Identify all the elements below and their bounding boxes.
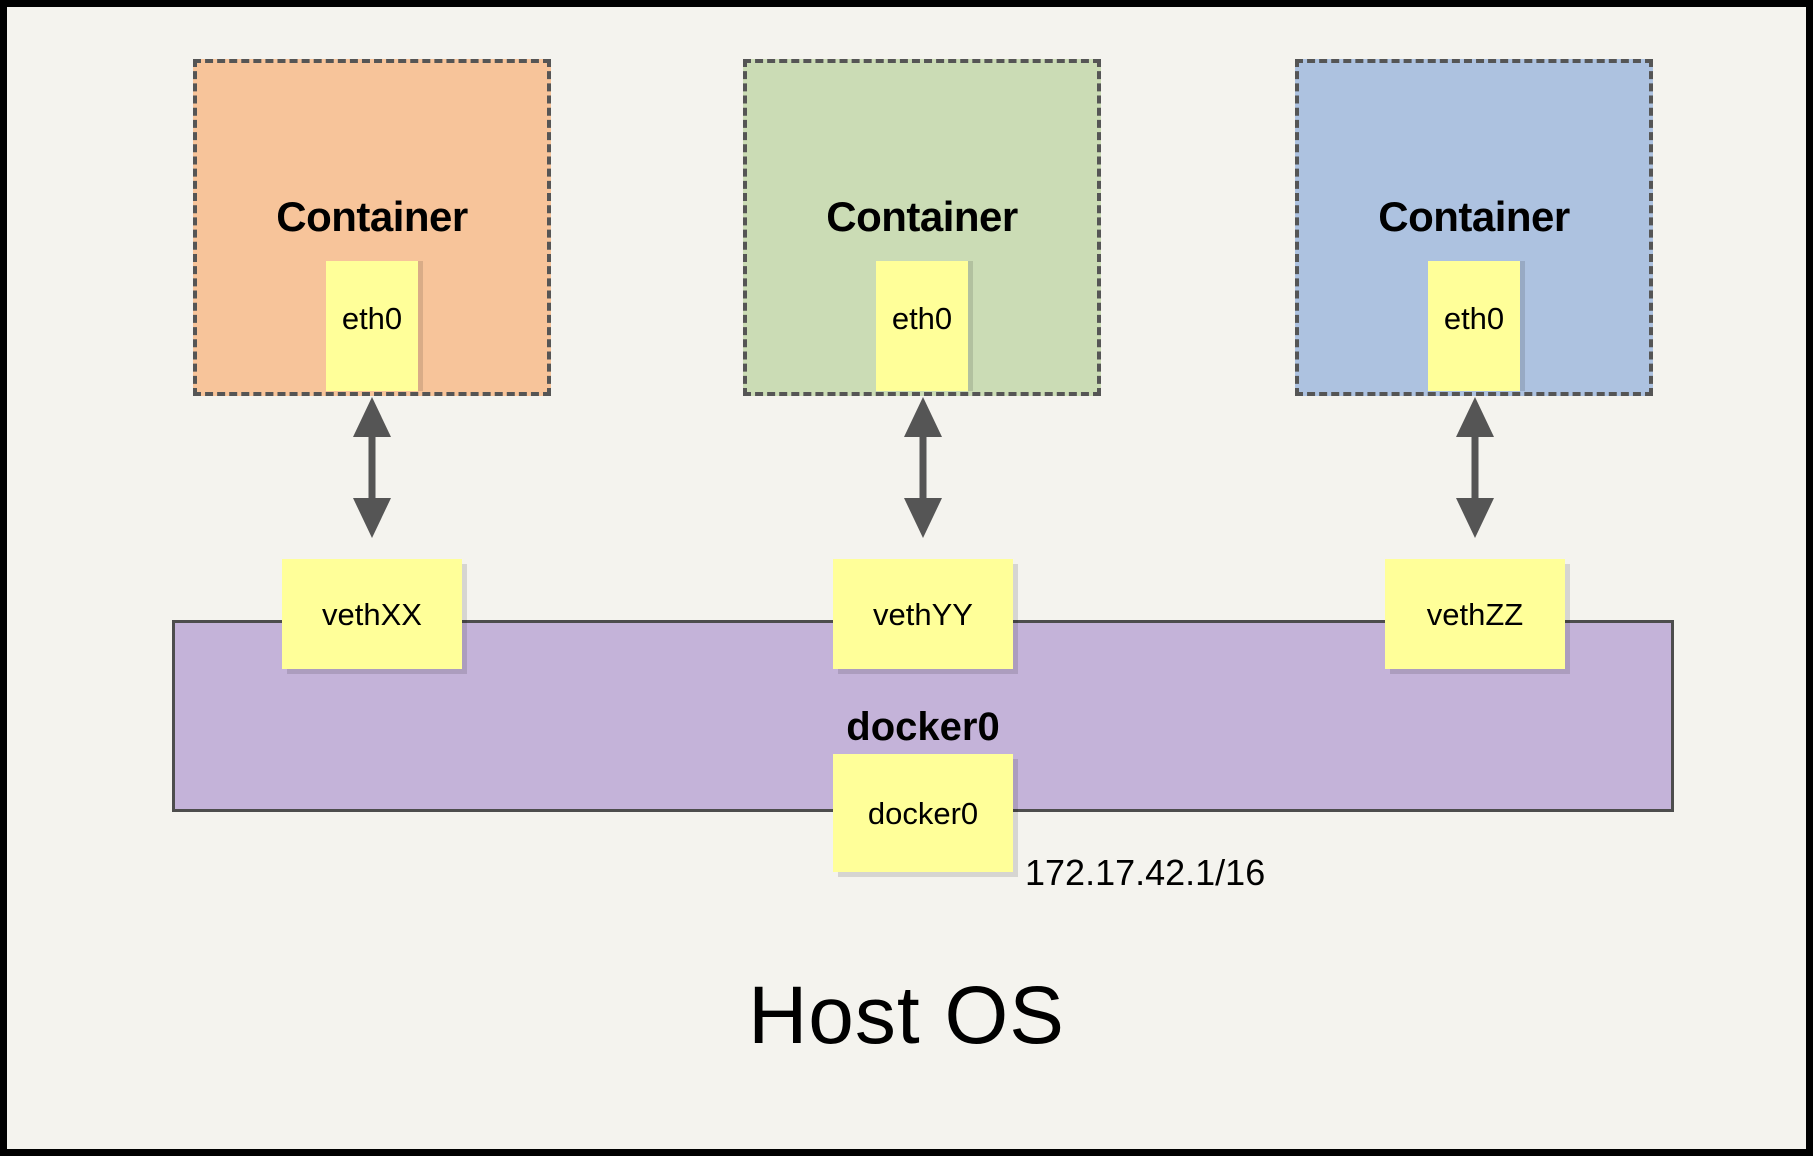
veth-chip-label-3: vethZZ xyxy=(1426,596,1524,632)
veth-chip-label-2: vethYY xyxy=(873,596,973,632)
veth-chip-2[interactable]: vethYY xyxy=(833,559,1013,669)
link-arrow-2 xyxy=(904,397,942,538)
container-title-1: Container xyxy=(276,193,468,240)
link-arrow-3 xyxy=(1456,397,1494,538)
veth-chip-label-1: vethXX xyxy=(322,596,422,632)
docker0-ip-address: 172.17.42.1/16 xyxy=(1025,852,1266,893)
eth0-chip-3[interactable]: eth0 xyxy=(1428,261,1520,391)
eth0-chip-label-2: eth0 xyxy=(891,301,953,336)
docker0-bar-label: docker0 xyxy=(846,705,1000,749)
host-os-label: Host OS xyxy=(748,970,1065,1061)
link-arrow-1 xyxy=(353,397,391,538)
docker0-interface-label: docker0 xyxy=(867,795,979,831)
container-title-3: Container xyxy=(1378,193,1570,240)
eth0-chip-2[interactable]: eth0 xyxy=(876,261,968,391)
veth-chip-3[interactable]: vethZZ xyxy=(1385,559,1565,669)
eth0-chip-label-3: eth0 xyxy=(1443,301,1505,336)
container-title-2: Container xyxy=(826,193,1018,240)
container-box-2[interactable]: Container eth0 xyxy=(743,59,1101,396)
eth0-chip-label-1: eth0 xyxy=(341,301,403,336)
container-box-3[interactable]: Container eth0 xyxy=(1295,59,1653,396)
eth0-chip-1[interactable]: eth0 xyxy=(326,261,418,391)
container-box-1[interactable]: Container eth0 xyxy=(193,59,551,396)
veth-chip-1[interactable]: vethXX xyxy=(282,559,462,669)
docker0-interface-chip[interactable]: docker0 xyxy=(833,754,1013,872)
